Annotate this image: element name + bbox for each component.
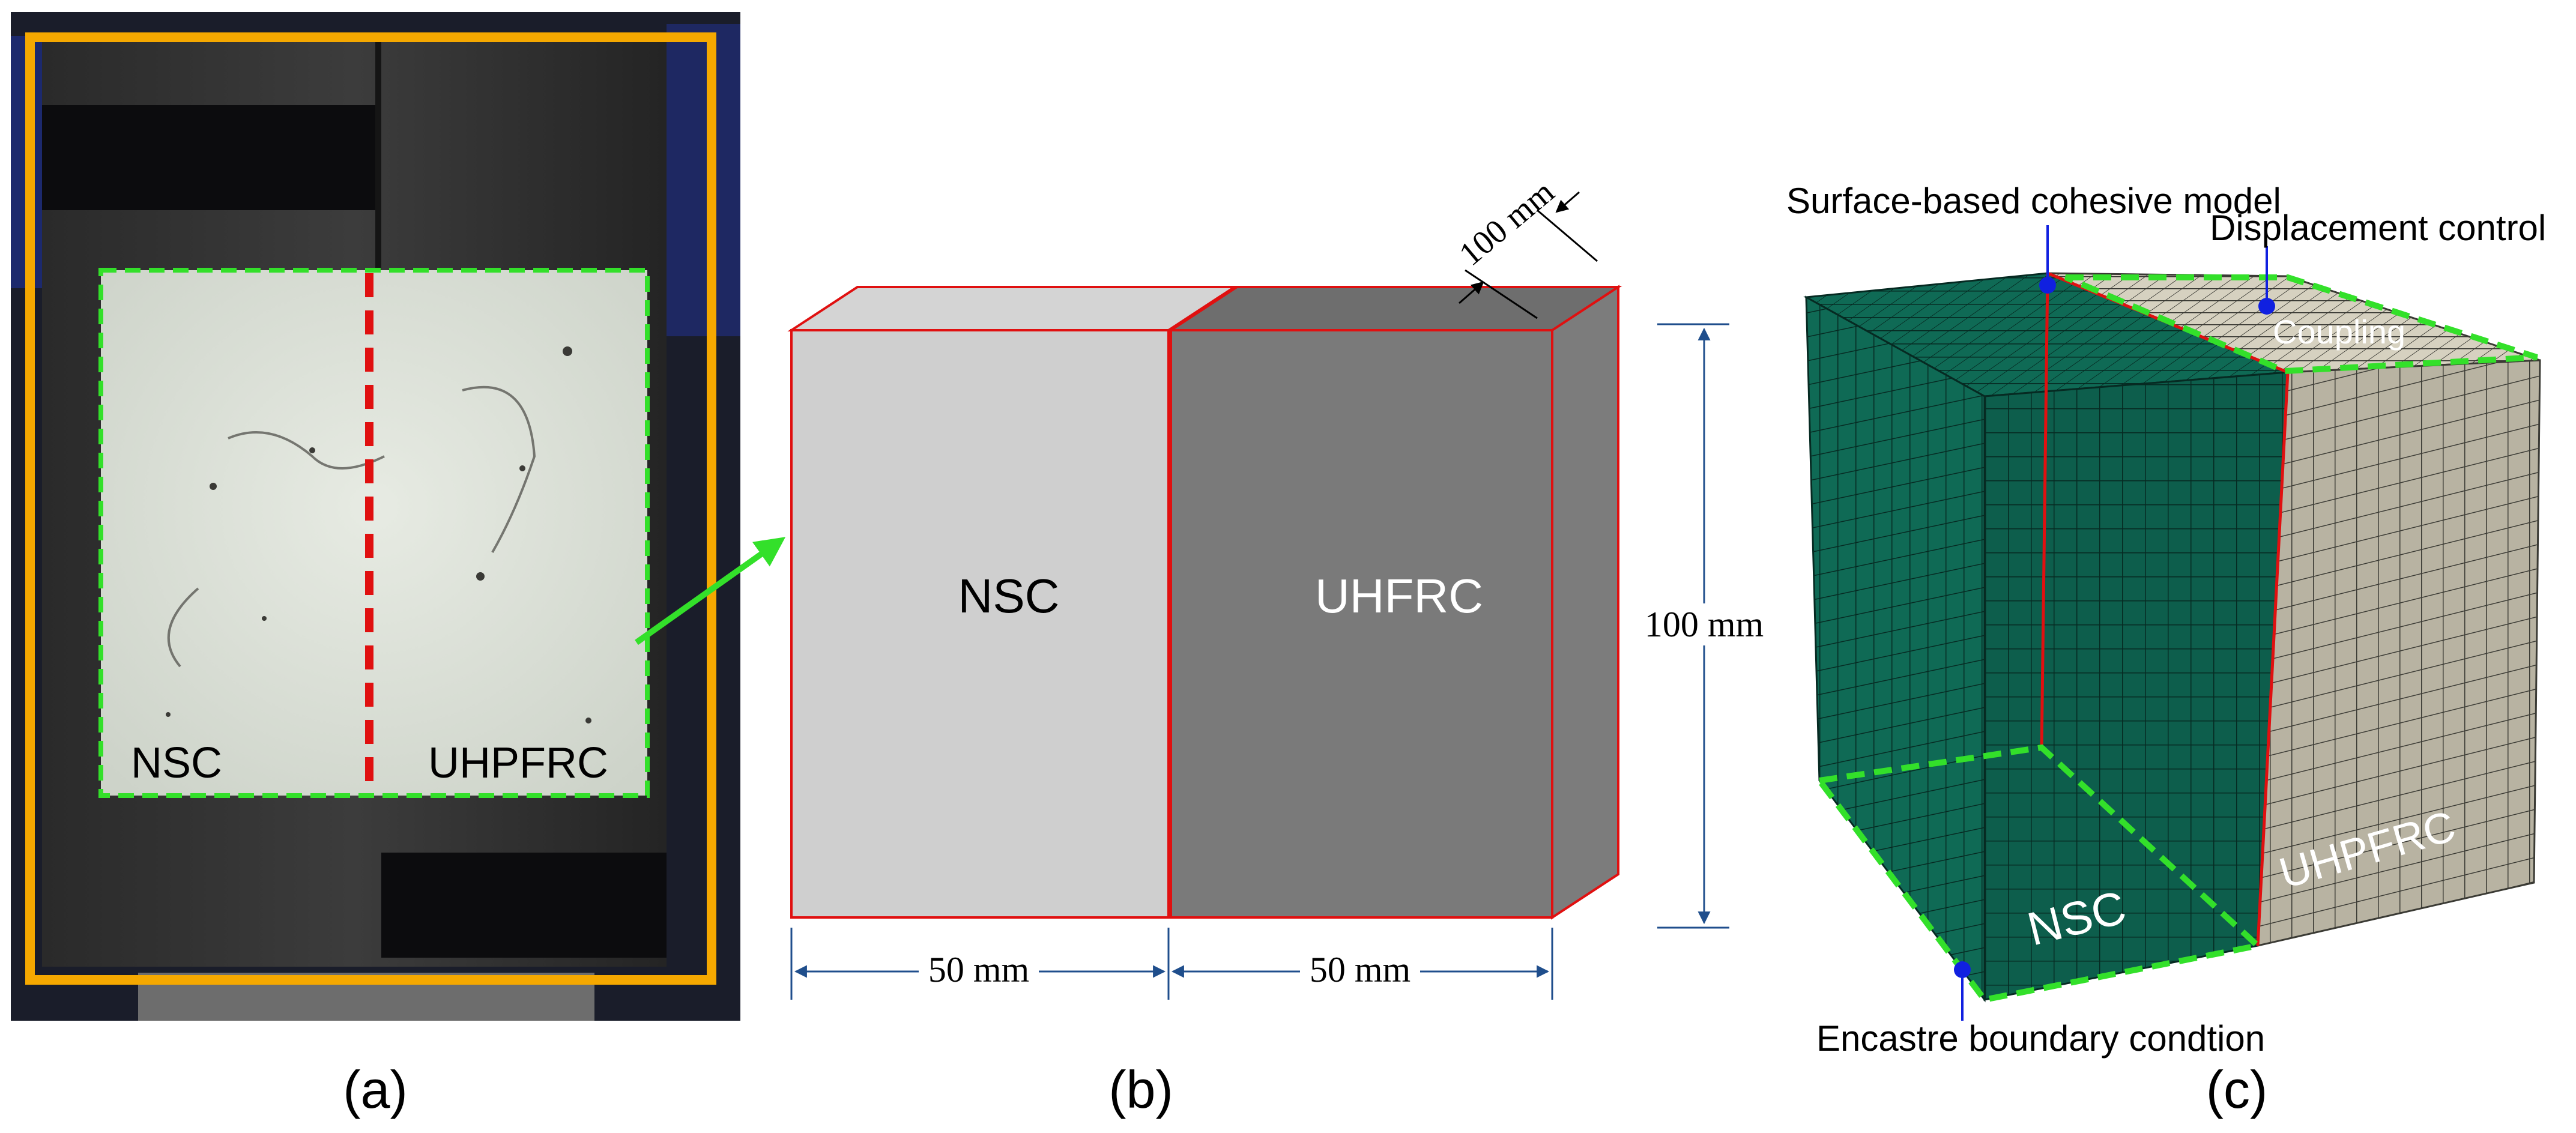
cohesive-marker xyxy=(2039,277,2056,294)
uhfrc-front-face xyxy=(1170,329,1553,919)
encastre-label: Encastre boundary condtion xyxy=(1816,1018,2265,1059)
dim-label-bg-right xyxy=(1300,952,1420,988)
dimension-width xyxy=(790,928,1553,1000)
dim-label-bg-height xyxy=(1639,603,1768,645)
panel-b-nsc-text: NSC xyxy=(958,569,1060,623)
panel-b-uhfrc-text: UHFRC xyxy=(1315,569,1483,623)
blue-light-right xyxy=(667,24,740,336)
cohesive-label: Surface-based cohesive model xyxy=(1786,181,2281,221)
dimension-depth xyxy=(1459,191,1598,319)
panel-a-uhpfrc-text: UHPFRC xyxy=(428,739,608,787)
panel-b-label: (b) xyxy=(1108,1060,1173,1119)
dim-width-left-text: 50 mm xyxy=(928,950,1029,989)
encastre-marker xyxy=(1954,961,1971,978)
specimen-dashed-outline xyxy=(98,268,650,798)
coupling-marker xyxy=(2258,298,2275,315)
panel-a: NSC UHPFRC (a) xyxy=(11,12,740,1119)
specimen-pores xyxy=(166,346,591,724)
coupling-region-outline xyxy=(2064,274,2538,375)
rig-slot-top-left xyxy=(42,105,375,210)
encastre-region-outline xyxy=(1813,744,2264,1003)
mesh-left-face xyxy=(1805,295,1986,1003)
panel-a-label: (a) xyxy=(343,1060,408,1119)
uhfrc-side-face xyxy=(1551,285,1619,920)
dim-depth-text: 100 mm xyxy=(1453,173,1562,273)
dim-height-text: 100 mm xyxy=(1645,605,1764,644)
coupling-label: Coupling xyxy=(2273,313,2405,351)
specimen-cracks xyxy=(167,385,536,668)
rig-slot-bottom-right xyxy=(381,853,667,958)
dim-label-bg-left xyxy=(919,952,1039,988)
rig-step-left xyxy=(375,42,381,276)
frame-orange xyxy=(25,32,716,985)
panel-c: Surface-based cohesive model Displacemen… xyxy=(1786,181,2546,1119)
nsc-top-face xyxy=(787,286,1239,331)
nsc-front-face xyxy=(790,329,1170,919)
panel-c-label: (c) xyxy=(2206,1060,2268,1119)
specimen-photo xyxy=(101,270,647,796)
panel-a-nsc-text: NSC xyxy=(131,739,222,787)
displacement-label: Displacement control xyxy=(2210,208,2546,248)
panel-b: NSC UHFRC 50 mm 50 mm 100 mm 1 xyxy=(787,173,1768,1119)
connector-arrow xyxy=(635,537,786,645)
dim-width-right-text: 50 mm xyxy=(1310,950,1410,989)
uhfrc-top-face xyxy=(1167,286,1622,331)
